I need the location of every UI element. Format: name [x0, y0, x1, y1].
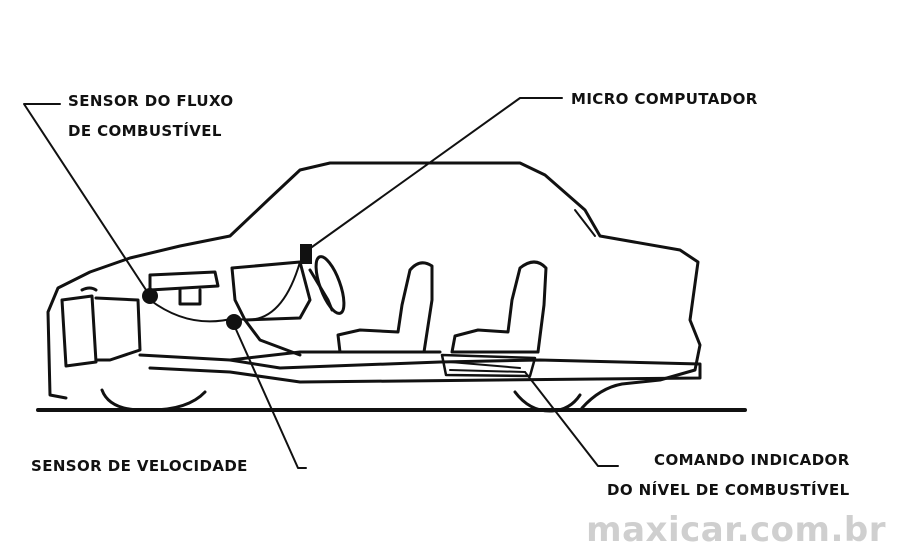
fuel-tank: [440, 353, 537, 378]
speed-sensor-mark: [226, 314, 242, 330]
rear-seat: [450, 260, 548, 354]
label-fuel-level-line-1: COMANDO INDICADOR: [654, 451, 850, 469]
fuel-flow-sensor-mark: [142, 288, 158, 304]
label-micro-computer: MICRO COMPUTADOR: [571, 90, 758, 108]
label-fuel-level-line-2: DO NÍVEL DE COMBUSTÍVEL: [607, 481, 850, 499]
leader-command: [524, 371, 619, 467]
rear-wheel: [513, 390, 582, 413]
watermark-text: maxicar.com.br: [586, 510, 886, 550]
leader-micro: [304, 97, 563, 253]
fuel-line: [149, 261, 301, 323]
car-body-outline: [46, 161, 702, 410]
leader-speed: [233, 324, 307, 469]
front-bumper: [60, 294, 98, 368]
rear-window: [574, 209, 596, 237]
air-cleaner: [148, 270, 220, 292]
front-seat: [336, 261, 434, 354]
label-speed-sensor: SENSOR DE VELOCIDADE: [31, 457, 248, 475]
micro-computer-mark: [300, 244, 312, 264]
leader-fuel-flow: [23, 103, 151, 297]
front-wheel: [100, 388, 207, 412]
radiator: [80, 286, 98, 292]
steering-wheel: [314, 255, 346, 315]
label-fuel-flow-sensor: SENSOR DO FLUXO DE COMBUSTÍVEL: [68, 86, 234, 146]
label-fuel-flow-line-2: DE COMBUSTÍVEL: [68, 122, 222, 140]
label-fuel-flow-line-1: SENSOR DO FLUXO: [68, 92, 234, 110]
label-fuel-level-command: COMANDO INDICADOR DO NÍVEL DE COMBUSTÍVE…: [607, 445, 850, 505]
engine-block: [94, 296, 142, 362]
chassis-floor: [138, 353, 702, 384]
